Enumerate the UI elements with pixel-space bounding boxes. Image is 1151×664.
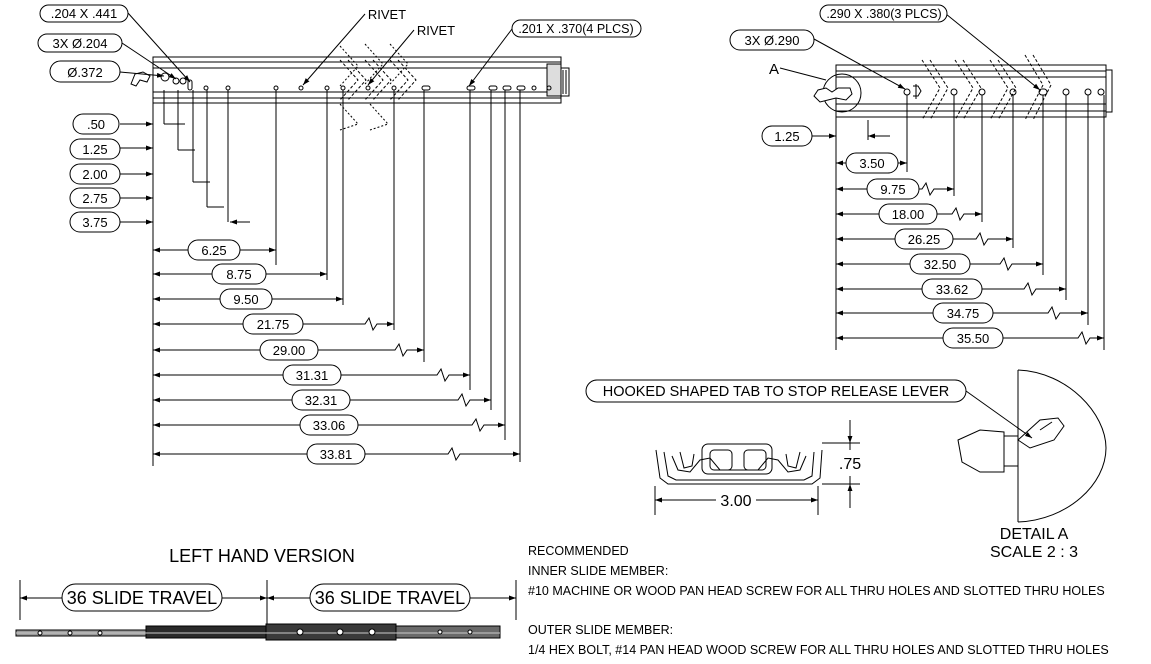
detail-scale: SCALE 2 : 3 [990,544,1078,561]
detail-title: DETAIL A [1000,526,1069,543]
dim-h-3: 9.50 [233,292,258,307]
outer-dim-h-1: 3.50 [859,156,884,171]
outer-dim-h-2: 9.75 [880,182,905,197]
outer-member-label: OUTER SLIDE MEMBER: [528,623,674,637]
travel-bubbles [61,583,471,612]
callout-hole-372: Ø.372 [67,65,102,80]
dim-v-2: 1.25 [82,142,107,157]
outer-callout-leaders [779,13,1041,91]
inner-step-leaders [120,121,250,225]
recommendation-notes: RECOMMENDED INNER SLIDE MEMBER: #10 MACH… [528,541,1109,660]
cross-section-width: 3.00 [720,493,751,510]
travel-dims [19,580,517,628]
extended-slide [15,623,501,641]
outer-dim-v-1: 1.25 [774,129,799,144]
inner-member-text: #10 MACHINE OR WOOD PAN HEAD SCREW FOR A… [528,584,1105,598]
outer-dim-h-7: 34.75 [947,306,980,321]
dim-v-3: 2.00 [82,167,107,182]
dim-h-2: 8.75 [226,267,251,282]
outer-dim-h-3: 18.00 [892,207,925,222]
detail-a-view [957,369,1107,523]
callout-holes-3x-204: 3X Ø.204 [53,36,108,51]
cross-section [654,420,860,515]
hooked-tab-label: HOOKED SHAPED TAB TO STOP RELEASE LEVER [603,384,950,400]
detail-a-marker: A [769,61,779,78]
dim-h-6: 31.31 [296,368,329,383]
inner-dim-bubbles [37,4,642,465]
inner-slide-member [130,43,570,131]
outer-dim-text: .290 X .380(3 PLCS) 3X Ø.290 A 1.25 3.50… [745,7,990,346]
callout-slots-290-380: .290 X .380(3 PLCS) [826,7,941,21]
travel-left-label: 36 SLIDE TRAVEL [67,588,217,608]
outer-dim-h-6: 33.62 [936,282,969,297]
dim-h-5: 29.00 [273,343,306,358]
callout-slots-201-370: .201 X .370(4 PLCS) [518,22,633,36]
inner-extension-lines [152,90,521,466]
outer-dim-h-8: 35.50 [957,331,990,346]
outer-dim-h-5: 32.50 [924,257,957,272]
cross-section-height: .75 [839,456,861,473]
dim-v-5: 3.75 [82,215,107,230]
dim-h-7: 32.31 [305,393,338,408]
outer-extension-lines [835,95,1105,350]
outer-slide-member [813,54,1113,121]
inner-callout-leaders [119,12,513,87]
notes-heading: RECOMMENDED [528,544,629,558]
hooked-tab-callout [585,379,1033,439]
outer-dim-bubbles [729,4,1004,349]
inner-dim-text: .204 X .441 3X Ø.204 Ø.372 RIVET RIVET .… [51,6,634,462]
dim-h-9: 33.81 [320,447,353,462]
dim-h-1: 6.25 [201,243,226,258]
dim-h-4: 21.75 [257,317,290,332]
callout-holes-3x-290: 3X Ø.290 [745,33,800,48]
outer-member-text: 1/4 HEX BOLT, #14 PAN HEAD WOOD SCREW FO… [528,643,1109,657]
inner-dim-lines [153,247,520,462]
dim-v-4: 2.75 [82,191,107,206]
left-hand-title: LEFT HAND VERSION [169,546,355,566]
outer-dim-h-4: 26.25 [908,232,941,247]
callout-rivet-1: RIVET [368,7,406,22]
callout-rivet-2: RIVET [417,23,455,38]
dim-v-1: .50 [87,117,105,132]
inner-member-label: INNER SLIDE MEMBER: [528,564,669,578]
dim-h-8: 33.06 [313,418,346,433]
travel-right-label: 36 SLIDE TRAVEL [315,588,465,608]
callout-slot-204-441: .204 X .441 [51,6,118,21]
